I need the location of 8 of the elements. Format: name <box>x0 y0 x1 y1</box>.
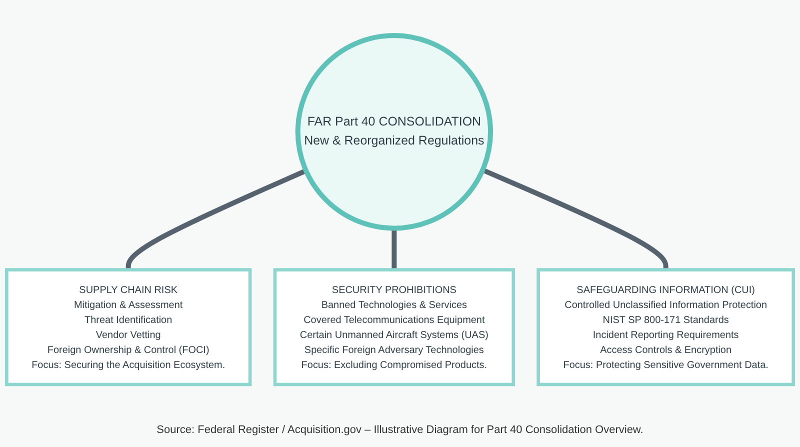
node-box: SECURITY PROHIBITIONS Banned Technologies & Services Covered Telecommunications Equipment Certain Unmanned Aircraft Systems (UAS) Specific Foreign Adversary Technologies Focus: Excluding Compromised Products. <box>273 268 516 386</box>
node-circle: FAR Part 40 CONSOLIDATION New & Reorganized Regulations <box>295 33 494 231</box>
source-caption: Source: Federal Register / Acquisition.gov – Illustrative Diagram for Part 40 Consolidation Overview. <box>156 424 644 436</box>
node-box: SUPPLY CHAIN RISK Mitigation & Assessment Threat Identification Vendor Vetting Foreign Ownership & Control (FOCI) Focus: Securing the Acquisition Ecosystem. <box>4 268 252 386</box>
node-box: SAFEGUARDING INFORMATION (CUI) Controlled Unclassified Information Protection NIST SP 800-171 Standards Incident Reporting Requirements Access Controls & Encryption Focus: Protecting Sensitive Government Data. <box>536 268 796 386</box>
connector <box>392 228 397 270</box>
connector <box>482 168 668 270</box>
connector <box>126 168 308 270</box>
